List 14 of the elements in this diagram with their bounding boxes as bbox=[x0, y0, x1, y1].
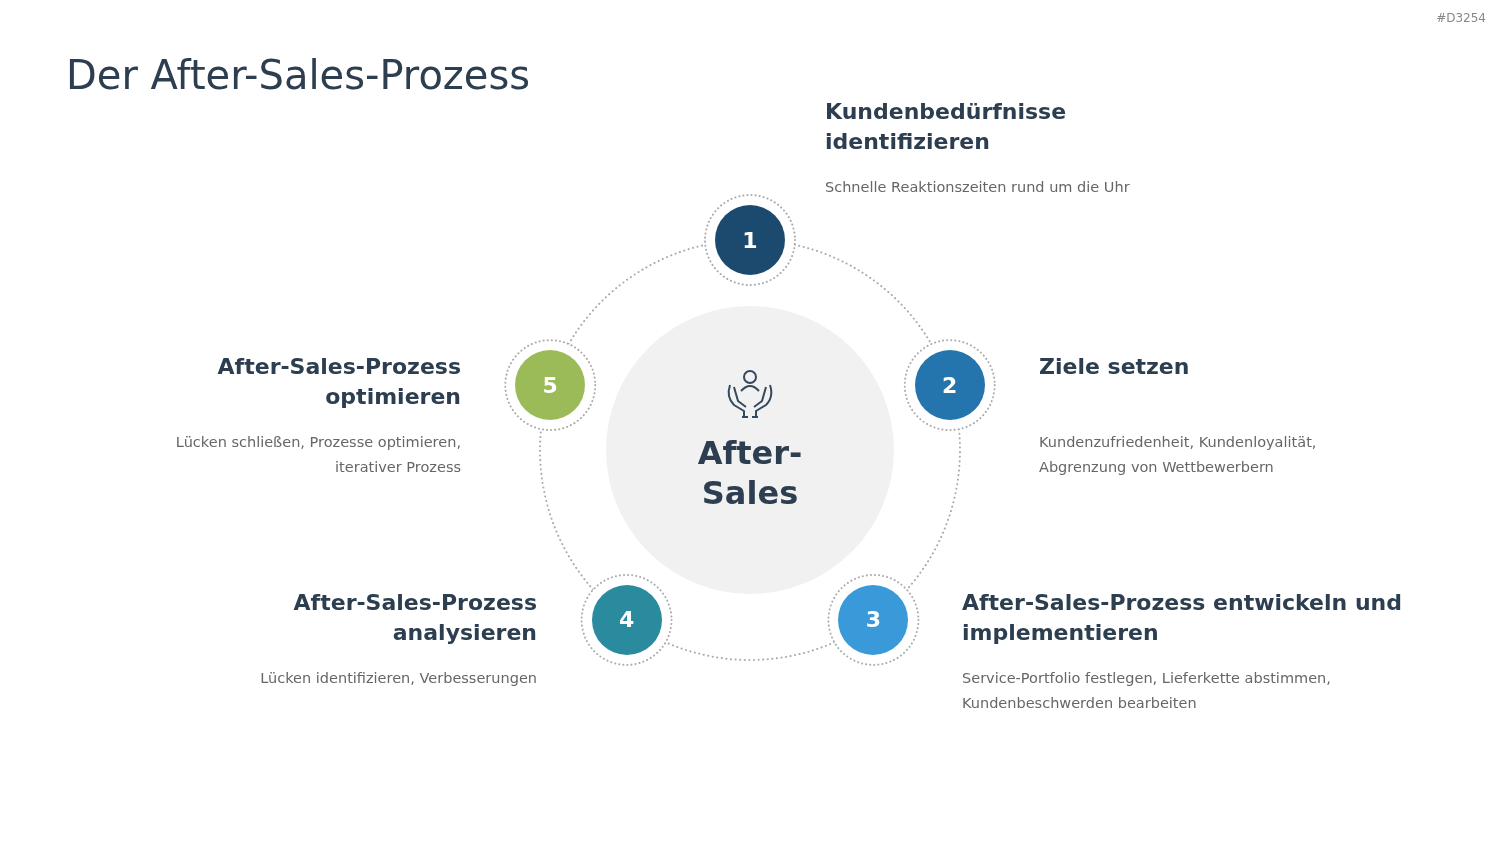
dotted-connector bbox=[539, 428, 595, 591]
center-label: After-Sales bbox=[696, 433, 804, 513]
step-description: Schnelle Reaktionszeiten rund um die Uhr bbox=[825, 178, 1131, 197]
step-heading: Kundenbedürfnisse identifizieren bbox=[825, 98, 1068, 156]
slide-code: #D3254 bbox=[1436, 11, 1486, 25]
step-heading: After-Sales-Prozess analysieren bbox=[292, 589, 537, 647]
step-description: Kundenzufriedenheit, Kundenloyalität, Abgrenzung von Wettbewerbern bbox=[1039, 433, 1318, 477]
step-description: Lücken schließen, Prozesse optimieren, iterativer Prozess bbox=[174, 433, 461, 477]
step-heading: After-Sales-Prozess optimieren bbox=[216, 353, 461, 411]
slide-title: Der After-Sales-Prozess bbox=[66, 52, 531, 98]
step-description: Lücken identifizieren, Verbesserungen bbox=[259, 669, 537, 688]
step-heading: After-Sales-Prozess entwickeln und implementieren bbox=[962, 589, 1403, 647]
step-description: Service-Portfolio festlegen, Lieferkette abstimmen, Kundenbeschwerden bearbeiten bbox=[962, 669, 1332, 713]
step-heading: Ziele setzen bbox=[1039, 353, 1191, 381]
